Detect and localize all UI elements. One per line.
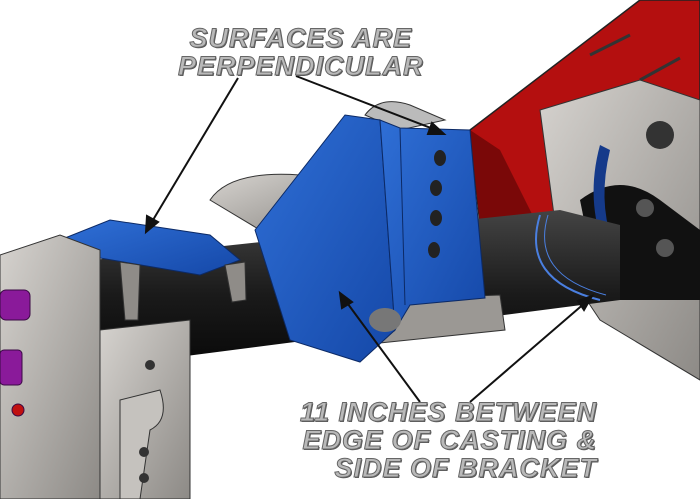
bolt-head bbox=[656, 239, 674, 257]
bolt-head bbox=[636, 199, 654, 217]
arrow-casting-edge bbox=[344, 299, 421, 403]
arrow-flat-bracket bbox=[149, 77, 239, 226]
annotation-line: SIDE OF BRACKET bbox=[334, 453, 598, 483]
annotation-distance: 11 INCHES BETWEEN EDGE OF CASTING & SIDE… bbox=[299, 397, 598, 483]
tube-notch bbox=[369, 308, 401, 332]
leader-arrows bbox=[144, 75, 595, 403]
weld-arc bbox=[544, 214, 607, 296]
annotation-line: EDGE OF CASTING & bbox=[302, 425, 598, 455]
mount-hole bbox=[139, 447, 149, 457]
bracket-side bbox=[379, 119, 486, 332]
annotation-line: SURFACES ARE bbox=[189, 23, 413, 53]
arrow-bracket-side bbox=[469, 301, 587, 403]
arm-slot bbox=[589, 33, 631, 57]
annotation-perpendicular: SURFACES ARE PERPENDICULAR bbox=[178, 23, 424, 81]
flat-bracket-leg bbox=[224, 261, 247, 303]
arrow-tall-bracket bbox=[295, 75, 437, 131]
annotation-line: 11 INCHES BETWEEN bbox=[299, 397, 598, 427]
flat-bracket-leg bbox=[119, 261, 141, 321]
annotation-line: PERPENDICULAR bbox=[178, 51, 424, 81]
bracket-edge bbox=[399, 127, 406, 306]
control-arm-side bbox=[470, 130, 540, 230]
bracket-holes bbox=[428, 150, 446, 258]
mount-hole bbox=[646, 121, 674, 149]
mount-hole bbox=[145, 360, 155, 370]
fasteners bbox=[0, 289, 31, 417]
weld-arc bbox=[535, 214, 601, 301]
mount-hole bbox=[139, 473, 149, 483]
arm-slot bbox=[639, 56, 681, 82]
